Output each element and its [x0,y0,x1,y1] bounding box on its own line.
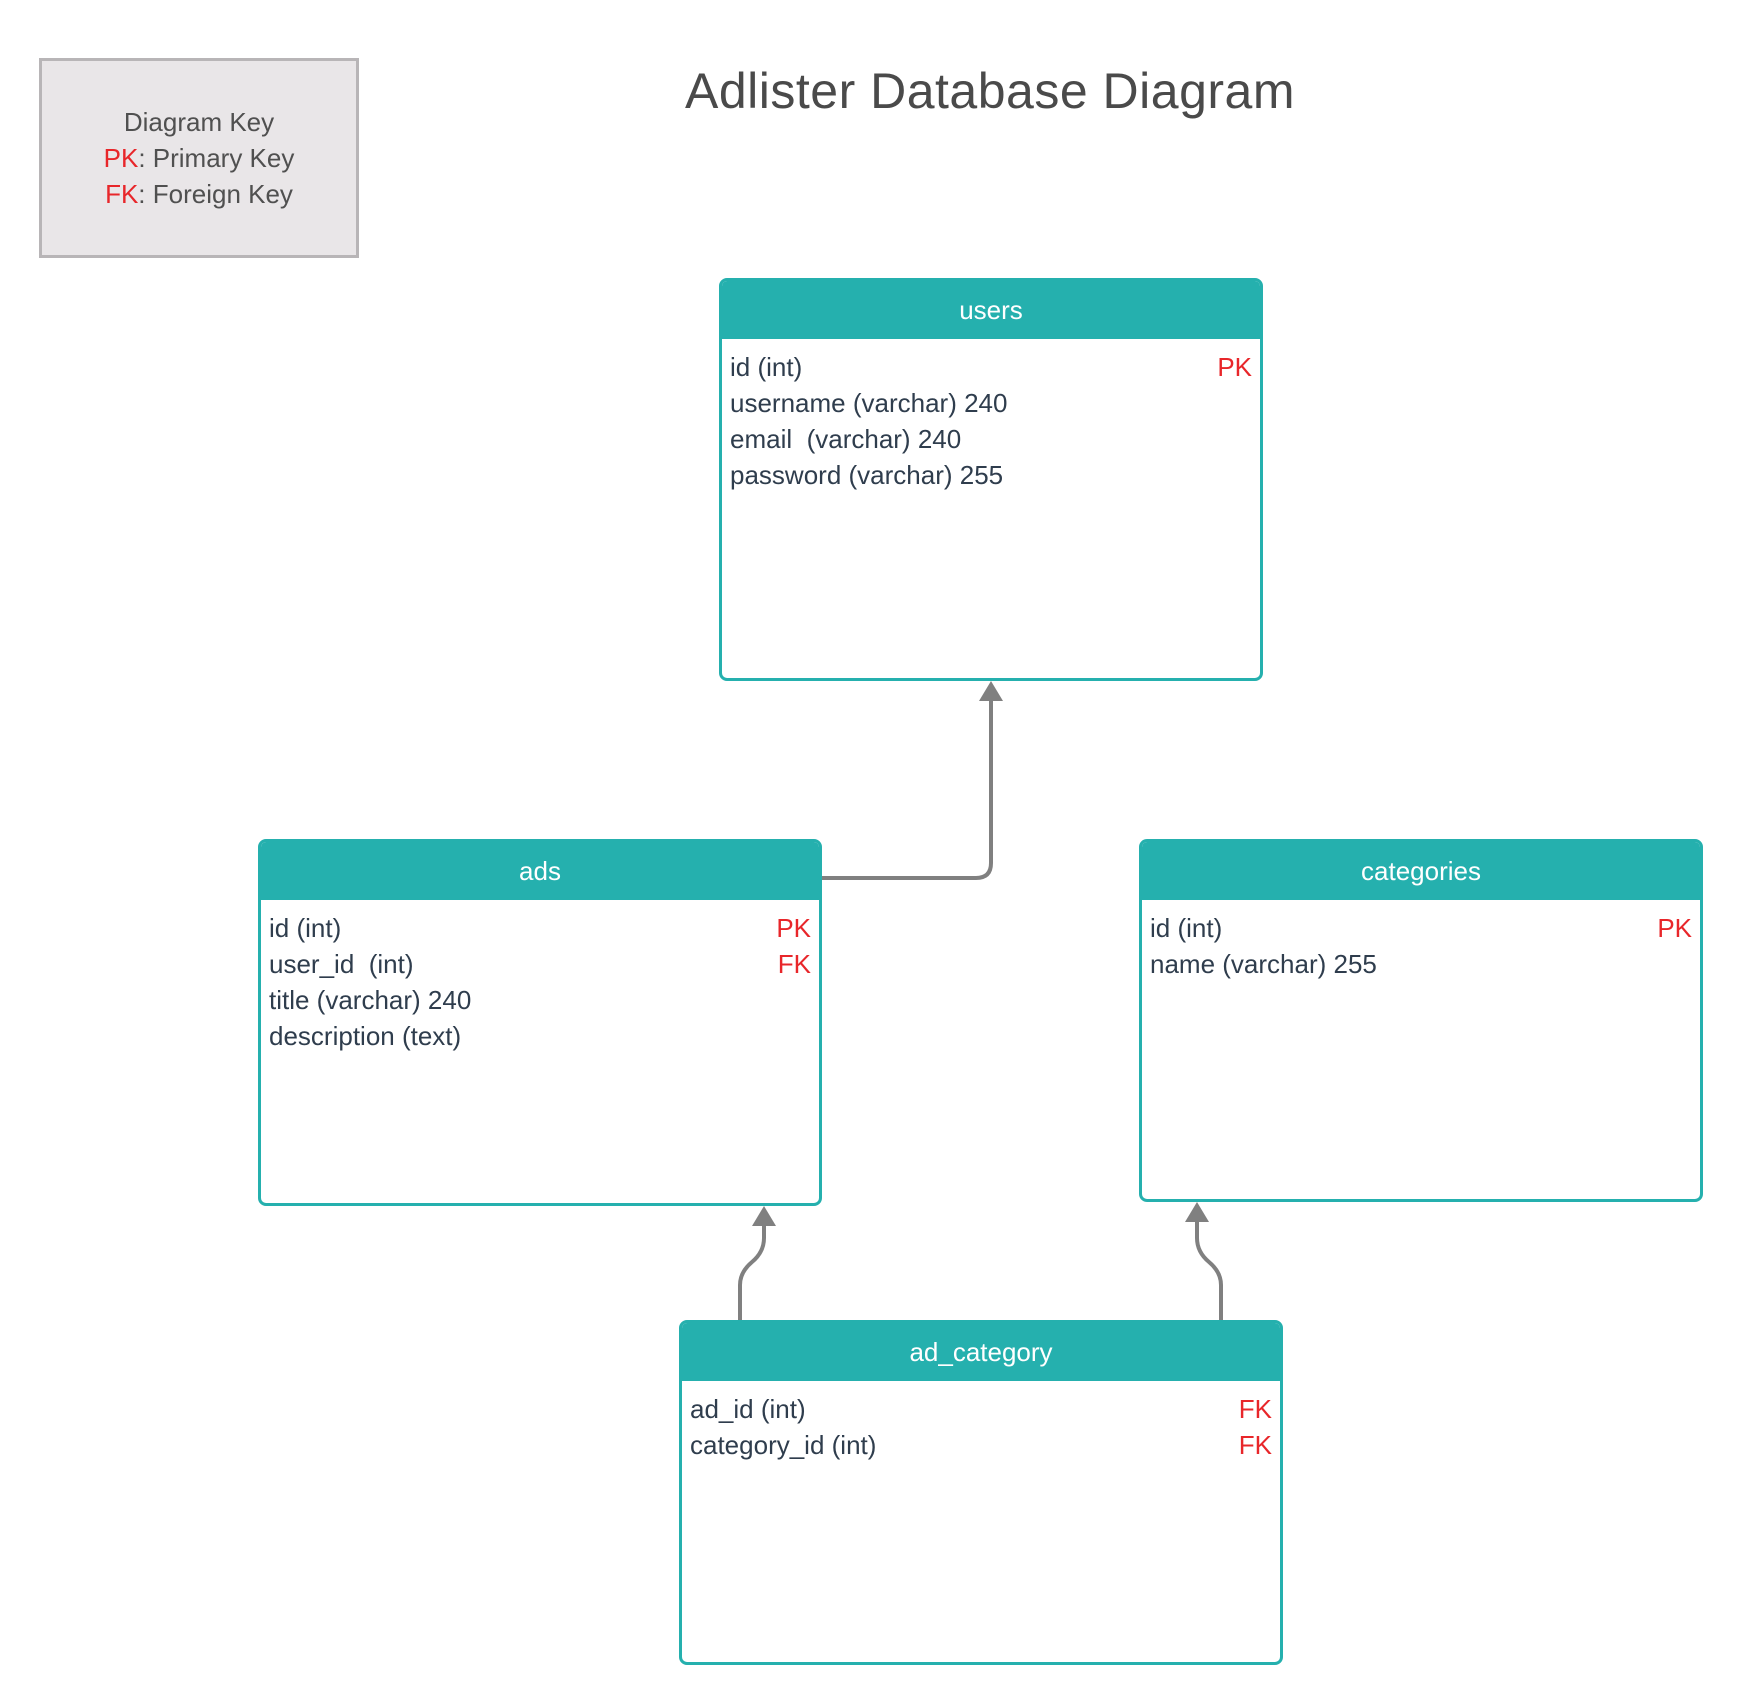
field-row: description (text) [269,1018,811,1054]
table-header-ad-category: ad_category [682,1323,1280,1381]
field-key-badge: FK [1238,1429,1272,1460]
field-row: ad_id (int) FK [690,1391,1272,1427]
field-row: id (int) PK [730,349,1252,385]
table-fields-users: id (int) PK username (varchar) 240 email … [722,339,1260,493]
field-row: id (int) PK [1150,910,1692,946]
field-name: user_id (int) [269,948,414,979]
key-pk-line: PK: Primary Key [104,140,295,176]
arrowhead-users [979,681,1003,701]
table-ads[interactable]: ads id (int) PK user_id (int) FK title (va… [258,839,822,1206]
field-name: title (varchar) 240 [269,984,472,1015]
field-row: category_id (int) FK [690,1427,1272,1463]
field-name: description (text) [269,1020,462,1051]
field-row: email (varchar) 240 [730,421,1252,457]
table-fields-categories: id (int) PK name (varchar) 255 [1142,900,1700,982]
field-row: id (int) PK [269,910,811,946]
field-key-badge: PK [1657,912,1692,943]
field-key-badge: PK [1217,351,1252,382]
arrowhead-ads [752,1206,776,1226]
diagram-key: Diagram Key PK: Primary Key FK: Foreign … [39,58,359,258]
field-row: user_id (int) FK [269,946,811,982]
field-key-badge: FK [777,948,811,979]
table-categories[interactable]: categories id (int) PK name (varchar) 255 [1139,839,1703,1202]
connector-ads-users [822,700,993,880]
field-name: name (varchar) 255 [1150,948,1377,979]
table-header-ads: ads [261,842,819,900]
connector-adcategory-categories [1195,1221,1223,1320]
field-name: password (varchar) 255 [730,459,1004,490]
key-fk-abbr: FK [105,179,139,209]
field-key-badge: PK [776,912,811,943]
field-name: category_id (int) [690,1429,877,1460]
field-name: username (varchar) 240 [730,387,1008,418]
field-row: password (varchar) 255 [730,457,1252,493]
field-row: username (varchar) 240 [730,385,1252,421]
connector-adcategory-ads [738,1225,766,1320]
field-name: ad_id (int) [690,1393,806,1424]
key-fk-line: FK: Foreign Key [105,176,293,212]
field-name: id (int) [269,912,342,943]
table-ad-category[interactable]: ad_category ad_id (int) FK category_id (i… [679,1320,1283,1665]
table-header-users: users [722,281,1260,339]
key-pk-text: : Primary Key [138,143,295,173]
field-name: id (int) [730,351,803,382]
key-pk-abbr: PK [103,143,139,173]
field-row: title (varchar) 240 [269,982,811,1018]
diagram-title: Adlister Database Diagram [685,63,1295,119]
field-name: id (int) [1150,912,1223,943]
table-header-categories: categories [1142,842,1700,900]
key-heading: Diagram Key [123,107,275,137]
field-row: name (varchar) 255 [1150,946,1692,982]
table-fields-ad-category: ad_id (int) FK category_id (int) FK [682,1381,1280,1463]
field-name: email (varchar) 240 [730,423,962,454]
table-users[interactable]: users id (int) PK username (varchar) 240 … [719,278,1263,681]
field-key-badge: FK [1238,1393,1272,1424]
arrowhead-categories [1185,1202,1209,1222]
table-fields-ads: id (int) PK user_id (int) FK title (varcha… [261,900,819,1054]
key-fk-text: : Foreign Key [138,179,293,209]
